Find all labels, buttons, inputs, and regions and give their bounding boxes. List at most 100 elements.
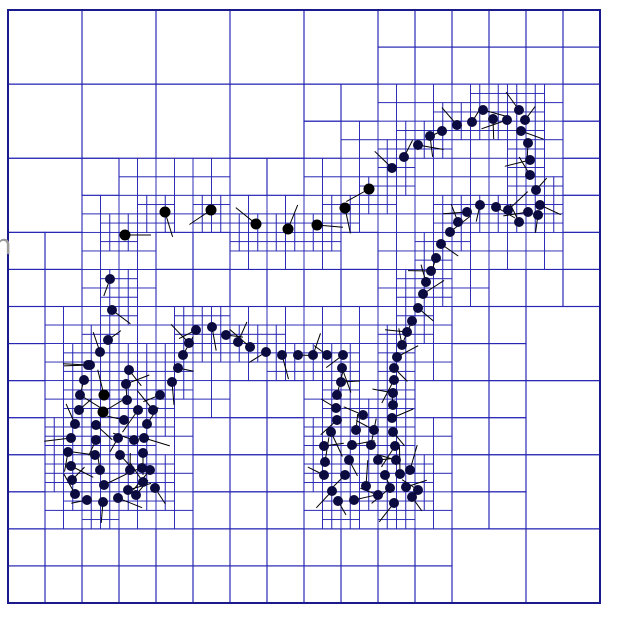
quadtree-cell	[304, 566, 341, 603]
quadtree-cell	[350, 381, 359, 390]
quadtree-cell	[360, 362, 379, 381]
sample-point	[388, 427, 398, 437]
quadtree-cell	[175, 177, 194, 196]
quadtree-cell	[406, 353, 415, 362]
quadtree-cell	[45, 381, 64, 400]
quadtree-cell	[350, 223, 359, 232]
quadtree-cell	[54, 464, 63, 473]
quadtree-cell	[45, 362, 64, 381]
quadtree-cell	[526, 47, 563, 84]
quadtree-cell	[110, 483, 119, 492]
quadtree-cell	[508, 130, 517, 139]
quadtree-cell	[119, 316, 128, 325]
sample-point	[138, 448, 148, 458]
sample-point	[277, 350, 287, 360]
quadtree-cell	[332, 520, 341, 529]
quadtree-cell	[508, 84, 517, 93]
quadtree-cell	[563, 269, 600, 306]
quadtree-cell	[397, 307, 406, 316]
quadtree-cell	[526, 269, 563, 306]
quadtree-cell	[82, 520, 91, 529]
quadtree-cell	[461, 195, 470, 204]
quadtree-cell	[304, 121, 341, 158]
quadtree-cell	[138, 501, 147, 510]
quadtree-cell	[563, 10, 600, 47]
quadtree-cell	[323, 232, 332, 241]
quadtree-cell	[406, 121, 415, 130]
quadtree-cell	[230, 325, 239, 334]
quadtree-cell	[563, 195, 600, 232]
quadtree-cell	[434, 510, 453, 529]
quadtree-cell	[184, 381, 193, 390]
quadtree-cell	[452, 492, 489, 529]
quadtree-cell	[387, 140, 396, 149]
quadtree-cell	[8, 232, 45, 269]
sample-point	[358, 410, 368, 420]
quadtree-cell	[304, 483, 313, 492]
quadtree-cell	[434, 158, 453, 177]
sample-point	[142, 419, 152, 429]
quadtree-cell	[489, 47, 526, 84]
quadtree-cell	[138, 353, 147, 362]
quadtree-cell	[554, 186, 563, 195]
sample-point	[421, 277, 431, 287]
quadtree-cell	[526, 232, 545, 251]
quadtree-cell	[378, 344, 387, 353]
sample-point	[399, 152, 409, 162]
quadtree-cell	[45, 427, 54, 436]
quadtree-cell	[128, 288, 137, 297]
quadtree-cell	[461, 223, 470, 232]
quadtree-cell	[350, 353, 359, 362]
quadtree-cell	[526, 93, 535, 102]
quadtree-cell	[8, 158, 82, 232]
quadtree-cell	[230, 566, 267, 603]
quadtree-cell	[138, 325, 157, 344]
quadtree-cell	[424, 232, 433, 241]
quadtree-cell	[304, 214, 313, 223]
quadtree-cell	[110, 223, 119, 232]
quadtree-cell	[378, 408, 387, 417]
quadtree-cell	[119, 529, 156, 566]
quadtree-cell	[471, 251, 490, 270]
sample-point	[533, 210, 543, 220]
quadtree-cell	[434, 84, 453, 103]
quadtree-cell	[323, 390, 332, 399]
quadtree-cell	[45, 232, 82, 269]
quadtree-cell	[286, 362, 295, 371]
quadtree-cell	[480, 84, 489, 93]
sample-point	[344, 455, 354, 465]
quadtree-cell	[64, 344, 73, 353]
quadtree-cell	[452, 195, 461, 204]
quadtree-cell	[397, 140, 406, 149]
quadtree-cell	[304, 269, 341, 306]
quadtree-cell	[45, 492, 64, 511]
quadtree-cell	[128, 269, 137, 278]
quadtree-cell	[323, 325, 342, 344]
quadtree-cell	[406, 418, 415, 427]
sample-point	[129, 435, 139, 445]
quadtree-cell	[452, 130, 461, 139]
quadtree-cell	[323, 371, 332, 380]
quadtree-cell	[128, 279, 137, 288]
quadtree-cell	[193, 492, 230, 529]
quadtree-cell	[378, 168, 387, 177]
quadtree-cell	[387, 186, 396, 195]
sample-point	[105, 274, 115, 284]
sample-point	[387, 413, 397, 423]
quadtree-cell	[350, 344, 359, 353]
quadtree-cell	[147, 344, 156, 353]
quadtree-cell	[563, 158, 600, 195]
quadtree-cell	[119, 566, 156, 603]
quadtree-cell	[64, 510, 83, 529]
quadtree-cell	[267, 334, 276, 343]
quadtree-cell	[424, 501, 433, 510]
quadtree-cell	[545, 214, 554, 223]
quadtree-cell	[415, 362, 434, 381]
quadtree-cell	[424, 464, 433, 473]
quadtree-cell	[295, 371, 304, 380]
sample-point	[413, 485, 423, 495]
quadtree-cell	[304, 362, 313, 371]
quadtree-cell	[554, 214, 563, 223]
quadtree-cell	[304, 445, 313, 454]
quadtree-cell	[230, 455, 267, 492]
